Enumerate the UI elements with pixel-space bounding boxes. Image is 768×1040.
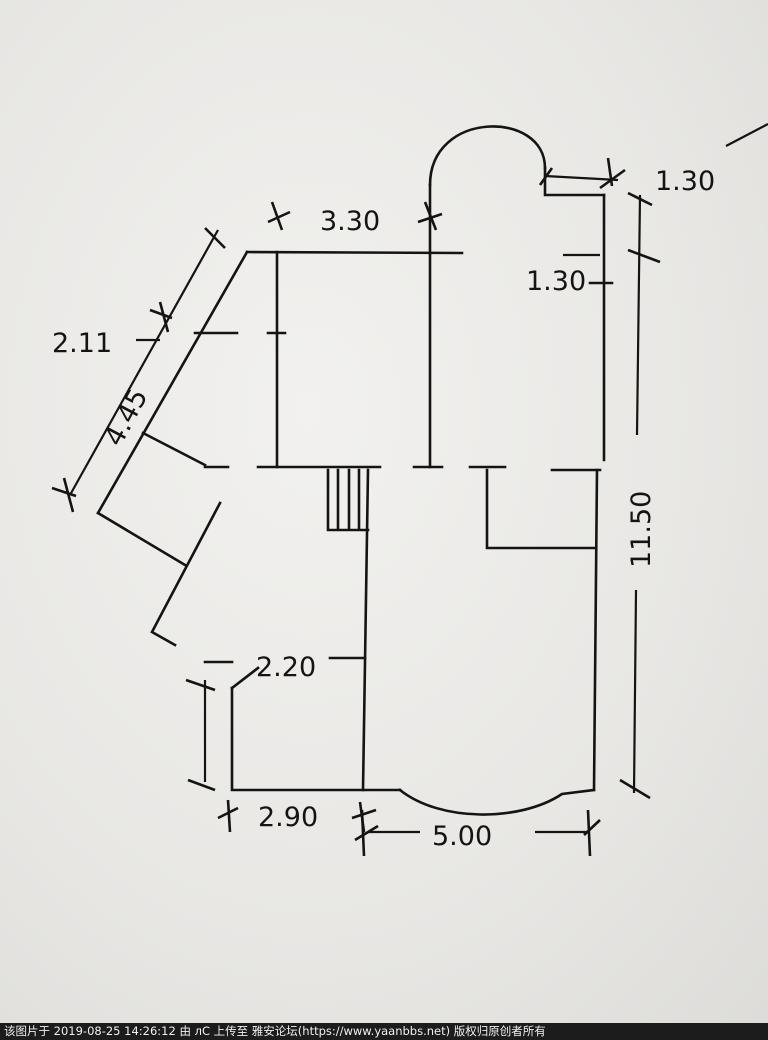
tick-445-bottom xyxy=(51,477,77,513)
dimension-label-211: 2.11 xyxy=(52,328,112,359)
wall-bay-arc xyxy=(428,125,547,187)
tick-330-right xyxy=(417,201,443,231)
tick-330-left xyxy=(267,201,291,231)
stray-line xyxy=(725,123,768,147)
walls xyxy=(96,125,614,816)
tick-right-mid xyxy=(627,248,661,264)
dimension-label-1150: 11.50 xyxy=(626,491,657,568)
tick-500-left xyxy=(354,809,379,857)
dimension-label-290: 2.90 xyxy=(258,802,318,833)
dimension-labels: 3.30 1.30 1.30 2.11 4.45 11.50 2.20 2.90… xyxy=(52,166,715,852)
stairs xyxy=(326,468,370,532)
dimension-label-130-mid: 1.30 xyxy=(526,266,586,297)
dimension-label-130-top: 1.30 xyxy=(655,166,715,197)
dimension-label-445: 4.45 xyxy=(99,384,155,452)
wall-right-lower xyxy=(592,468,599,792)
tick-220-bottom xyxy=(187,778,216,792)
wall-slanted-top xyxy=(96,250,249,515)
tick-290-left xyxy=(217,799,239,833)
tick-220-top xyxy=(185,678,216,692)
tick-130-top-b xyxy=(599,157,626,190)
wall-center-vertical xyxy=(361,468,370,792)
wall-top-left xyxy=(245,250,464,255)
dim-right-vertical-lower xyxy=(632,589,638,794)
tick-211-end xyxy=(149,301,173,333)
tick-right-bottom xyxy=(619,778,651,800)
tick-right-top xyxy=(627,191,653,207)
dimension-label-500: 5.00 xyxy=(432,821,492,852)
dim-right-vertical-upper xyxy=(635,194,642,436)
wall-bay-step xyxy=(543,166,606,197)
tick-130-top-a xyxy=(538,167,554,186)
dim-445-line xyxy=(69,229,219,496)
wall-bottom-left-room xyxy=(203,660,402,792)
dimension-label-220: 2.20 xyxy=(256,652,316,683)
dimension-lines xyxy=(51,157,661,857)
wall-bottom-arc xyxy=(398,788,596,816)
wall-slanted-bottom xyxy=(96,511,187,567)
dim-130-top-line xyxy=(544,174,619,182)
tick-500-right xyxy=(583,809,601,857)
wall-bottom-left-slant xyxy=(230,666,260,690)
wall-slanted-stub xyxy=(141,431,207,467)
tick-445-top xyxy=(204,227,226,249)
dimension-label-330: 3.30 xyxy=(320,206,380,237)
watermark-caption: 该图片于 2019-08-25 14:26:12 由 лС 上传至 雅安论坛(h… xyxy=(0,1023,768,1040)
wall-inner-room xyxy=(485,468,597,550)
wall-slanted-lower xyxy=(150,501,222,647)
